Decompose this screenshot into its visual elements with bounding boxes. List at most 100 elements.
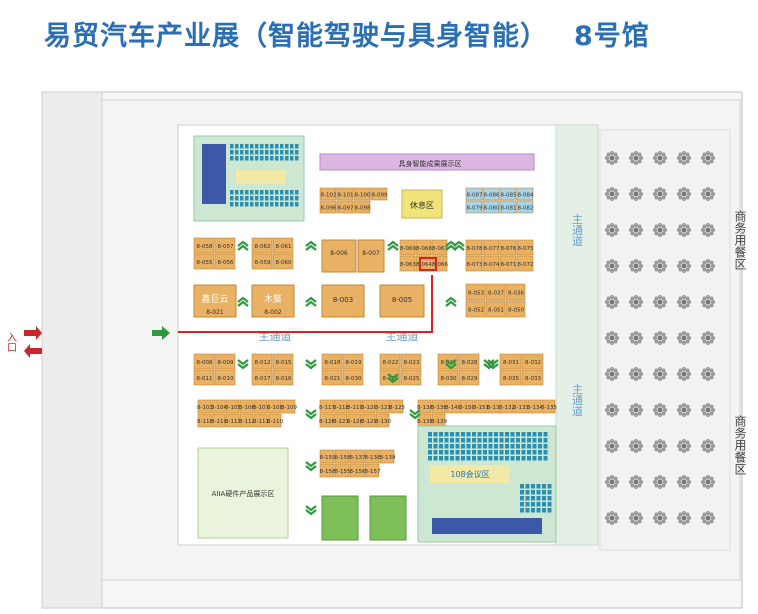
booth-8-080[interactable]	[482, 200, 500, 214]
booth-8-008[interactable]	[193, 353, 215, 370]
green-booth-right[interactable]	[369, 495, 407, 541]
booth-8-079[interactable]	[465, 200, 483, 214]
booth-8-108[interactable]	[267, 399, 282, 414]
booth-8-132[interactable]	[499, 399, 514, 414]
booth-xinjuyun[interactable]	[193, 284, 237, 318]
booth-8-099[interactable]	[370, 187, 388, 201]
booth-8-055[interactable]	[193, 253, 215, 270]
booth-8-062[interactable]	[251, 237, 273, 254]
booth-8-139[interactable]	[379, 449, 395, 464]
booth-8-127[interactable]	[333, 413, 348, 428]
booth-8-084[interactable]	[516, 187, 534, 201]
booth-8-030[interactable]	[342, 369, 364, 386]
booth-8-126[interactable]	[319, 413, 334, 428]
booth-8-033[interactable]	[521, 369, 544, 386]
booth-8-111[interactable]	[253, 413, 268, 428]
booth-8-068[interactable]	[415, 239, 432, 256]
booth-8-121[interactable]	[375, 399, 390, 414]
booth-8-059[interactable]	[251, 253, 273, 270]
booth-8-076[interactable]	[499, 239, 517, 256]
highlighted-booth[interactable]	[419, 257, 437, 271]
booth-8-051[interactable]	[485, 300, 506, 318]
booth-8-098[interactable]	[353, 200, 371, 214]
booth-8-053[interactable]	[465, 283, 486, 301]
booth-8-016[interactable]	[272, 369, 294, 386]
booth-8-073[interactable]	[465, 255, 483, 272]
booth-8-067[interactable]	[431, 239, 448, 256]
booth-8-003[interactable]	[321, 284, 365, 318]
booth-8-112[interactable]	[239, 413, 254, 428]
booth-8-078[interactable]	[465, 239, 483, 256]
booth-8-025[interactable]	[400, 369, 422, 386]
booth-8-158[interactable]	[319, 463, 335, 478]
booth-8-086[interactable]	[482, 187, 500, 201]
booth-8-103[interactable]	[197, 399, 212, 414]
booth-8-100[interactable]	[353, 187, 371, 201]
booth-8-118[interactable]	[197, 413, 212, 428]
booth-8-104[interactable]	[211, 399, 226, 414]
booth-8-119[interactable]	[347, 399, 362, 414]
booth-8-117[interactable]	[319, 399, 334, 414]
booth-8-102[interactable]	[319, 187, 337, 201]
booth-8-009[interactable]	[214, 353, 236, 370]
booth-8-015[interactable]	[272, 353, 294, 370]
booth-8-011[interactable]	[193, 369, 215, 386]
booth-8-021[interactable]	[321, 369, 343, 386]
booth-8-071[interactable]	[499, 255, 517, 272]
booth-8-156[interactable]	[349, 463, 365, 478]
booth-mujin[interactable]	[251, 284, 295, 318]
booth-8-032[interactable]	[521, 353, 544, 370]
booth-8-063[interactable]	[399, 255, 416, 272]
booth-8-019[interactable]	[342, 353, 364, 370]
booth-8-101[interactable]	[336, 187, 354, 201]
booth-8-058[interactable]	[193, 237, 215, 254]
booth-8-120[interactable]	[361, 399, 376, 414]
booth-8-109[interactable]	[281, 399, 296, 414]
booth-8-031[interactable]	[499, 353, 522, 370]
booth-8-110[interactable]	[267, 413, 282, 428]
booth-8-052[interactable]	[465, 300, 486, 318]
booth-8-029[interactable]	[458, 369, 480, 386]
booth-8-006[interactable]	[321, 239, 357, 273]
booth-8-150[interactable]	[459, 399, 474, 414]
green-booth-left[interactable]	[321, 495, 359, 541]
booth-8-074[interactable]	[482, 255, 500, 272]
booth-8-118[interactable]	[333, 399, 348, 414]
booth-8-130[interactable]	[375, 413, 390, 428]
booth-8-137[interactable]	[349, 449, 365, 464]
booth-8-007[interactable]	[357, 239, 385, 273]
booth-8-082[interactable]	[516, 200, 534, 214]
booth-8-077[interactable]	[482, 239, 500, 256]
booth-8-135[interactable]	[541, 399, 556, 414]
booth-8-157[interactable]	[364, 463, 380, 478]
booth-8-159[interactable]	[319, 449, 335, 464]
booth-8-128[interactable]	[347, 413, 362, 428]
booth-8-035[interactable]	[499, 369, 522, 386]
booth-8-075[interactable]	[516, 239, 534, 256]
booth-8-005[interactable]	[379, 284, 425, 318]
booth-8-050[interactable]	[505, 300, 526, 318]
booth-8-136[interactable]	[417, 399, 432, 414]
booth-8-022[interactable]	[379, 353, 401, 370]
booth-8-023[interactable]	[400, 353, 422, 370]
booth-8-134[interactable]	[527, 399, 542, 414]
booth-8-113[interactable]	[225, 413, 240, 428]
booth-8-138[interactable]	[431, 399, 446, 414]
booth-8-072[interactable]	[516, 255, 534, 272]
booth-8-133[interactable]	[513, 399, 528, 414]
booth-8-017[interactable]	[251, 369, 273, 386]
booth-8-056[interactable]	[214, 253, 236, 270]
booth-8-151[interactable]	[473, 399, 488, 414]
booth-8-155[interactable]	[334, 463, 350, 478]
booth-8-036[interactable]	[505, 283, 526, 301]
booth-8-012[interactable]	[251, 353, 273, 370]
booth-8-057[interactable]	[214, 237, 236, 254]
booth-8-081[interactable]	[499, 200, 517, 214]
booth-8-061[interactable]	[272, 237, 294, 254]
booth-8-085[interactable]	[499, 187, 517, 201]
booth-8-106[interactable]	[239, 399, 254, 414]
booth-8-107[interactable]	[253, 399, 268, 414]
booth-8-096[interactable]	[319, 200, 337, 214]
booth-8-158[interactable]	[334, 449, 350, 464]
booth-8-149[interactable]	[445, 399, 460, 414]
